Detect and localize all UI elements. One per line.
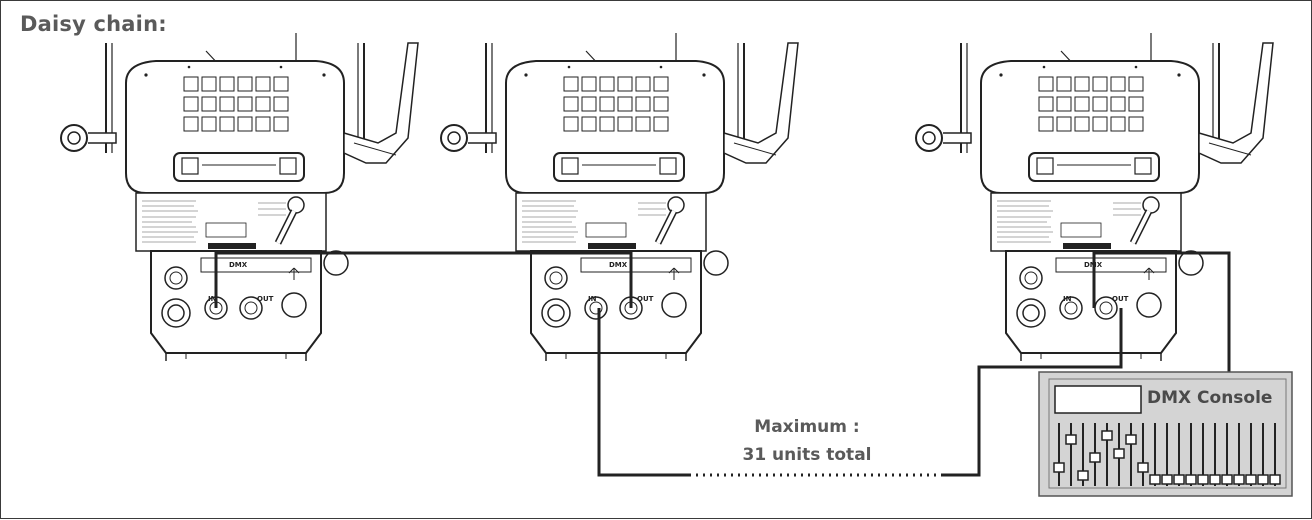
in-label-1: IN [208,295,217,303]
console-display [1054,385,1142,414]
diagram-title: Daisy chain: [20,12,167,36]
out-label-3: OUT [1112,295,1129,303]
max-units-line2: 31 units total [742,445,872,465]
dmx-label-2: DMX [609,261,628,269]
in-label-3: IN [1063,295,1072,303]
cable-fixture1-to-fixture2 [214,251,633,308]
fixture-1 [61,33,418,361]
fixture-3 [916,33,1273,361]
cable-fixture3-in [1092,251,1231,373]
out-label-2: OUT [637,295,654,303]
cable-dots-to-console [941,308,1123,477]
dmx-cables [214,251,1231,477]
fixture-2 [441,33,798,361]
max-units-note: Maximum : 31 units total [717,413,897,469]
cable-fixture2-to-note [597,308,691,477]
console-label: DMX Console [1147,388,1273,408]
max-units-line1: Maximum : [754,417,860,437]
in-label-2: IN [588,295,597,303]
dmx-label-3: DMX [1084,261,1103,269]
out-label-1: OUT [257,295,274,303]
dmx-console [1038,371,1293,497]
dmx-label-1: DMX [229,261,248,269]
